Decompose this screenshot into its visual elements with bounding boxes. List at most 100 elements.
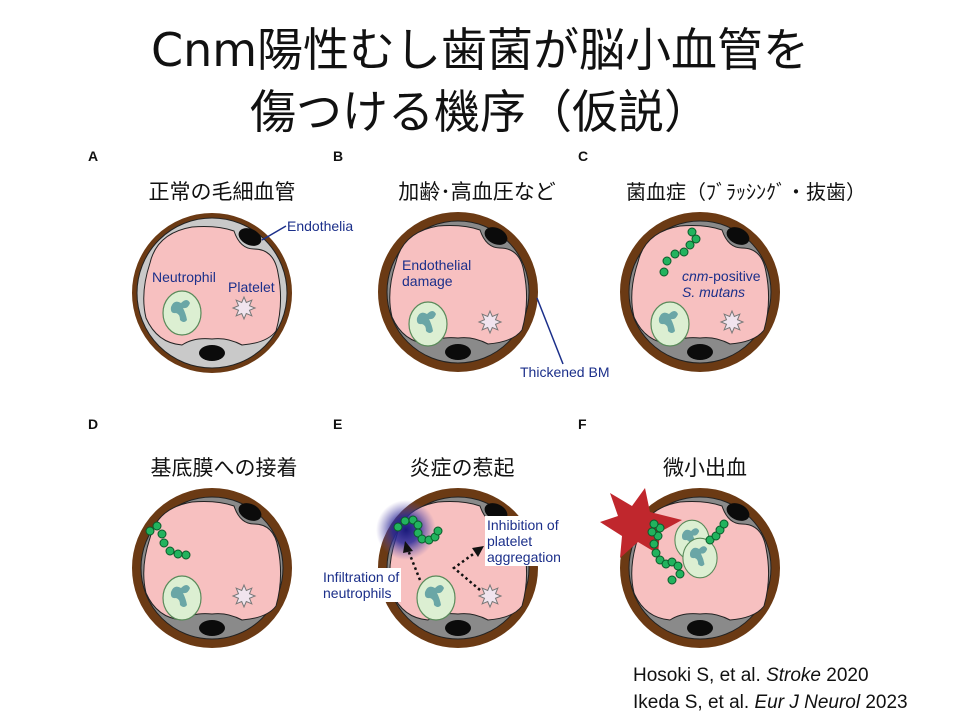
bacteria-chain	[649, 531, 685, 585]
slide-title-line1: Cnm陽性むし歯菌が脳小血管を	[150, 23, 810, 77]
bacteria-chain	[647, 519, 665, 537]
bacterium	[433, 526, 443, 536]
bacterium	[647, 527, 657, 537]
bacterium	[691, 234, 701, 244]
neutrophil	[416, 575, 456, 621]
label-endothelial-damage: Endothelial damage	[402, 257, 471, 289]
neutrophil	[408, 301, 448, 347]
label-neutrophil: Neutrophil	[152, 269, 216, 285]
endothelial-nucleus	[484, 227, 508, 245]
citation-authors: Hosoki S, et al.	[633, 665, 767, 686]
bacteria-chain	[145, 521, 191, 560]
capillary-adhesion	[132, 488, 292, 648]
bacterium	[719, 519, 729, 529]
bacterium	[400, 516, 410, 526]
bacteria-chain	[393, 515, 443, 545]
bacterium	[413, 520, 423, 530]
bacterium	[679, 247, 689, 257]
capillary-microbleed	[600, 488, 780, 648]
bacterium	[145, 526, 155, 536]
citation-journal: Stroke	[766, 665, 821, 686]
panel-title-c: 菌血症（ﾌﾞﾗｯｼﾝｸﾞ・抜歯）	[626, 180, 866, 204]
neutrophil	[162, 290, 202, 336]
citation-1: Hosoki S, et al. Stroke 2020	[633, 665, 869, 687]
bacterium	[667, 575, 677, 585]
label-platelet: Platelet	[228, 279, 275, 295]
panel-letter-c: C	[578, 148, 589, 164]
capillary-aging	[378, 212, 538, 372]
endothelial-nucleus	[199, 345, 225, 361]
citation-year: 2023	[860, 692, 908, 713]
arrowhead-icon	[472, 546, 484, 557]
label-inhibition-line2: platelet	[487, 533, 533, 549]
label-endothelial-damage-line1: Endothelial	[402, 257, 472, 273]
endothelial-nucleus	[726, 503, 750, 521]
citation-journal: Eur J Neurol	[754, 692, 861, 713]
label-inhibition-line1: Inhibition of	[487, 517, 559, 533]
capillary-bacteremia	[620, 212, 780, 372]
platelet-inhibition-arrow	[451, 550, 481, 591]
endothelial-nucleus	[445, 620, 471, 636]
bacteria-chain	[705, 519, 729, 545]
bacterium	[675, 569, 685, 579]
bacterium	[173, 549, 183, 559]
basement-membrane	[378, 212, 538, 372]
panel-title-b: 加齢･高血圧など	[398, 180, 556, 204]
panel-title-f: 微小出血	[663, 456, 747, 480]
panel-title-a: 正常の毛細血管	[148, 180, 296, 204]
bacterium	[685, 240, 695, 250]
endothelial-nucleus	[687, 344, 713, 360]
bacterium	[649, 519, 659, 529]
basement-membrane	[620, 488, 780, 648]
label-cnm-italic: cnm	[682, 268, 709, 284]
slide-title-line2: 傷つける機序（仮説）	[250, 85, 710, 139]
bacterium	[659, 267, 669, 277]
label-inhibition: Inhibition of platelet aggregation	[485, 516, 563, 566]
endothelial-nucleus	[199, 620, 225, 636]
panel-letter-f: F	[578, 416, 587, 432]
neutrophil	[650, 301, 690, 347]
endothelial-nucleus	[687, 620, 713, 636]
label-inhibition-line3: aggregation	[487, 549, 561, 565]
panel-letter-a: A	[88, 148, 99, 164]
neutrophil	[162, 575, 202, 621]
label-infiltration-line1: Infiltration of	[323, 569, 400, 585]
label-cnm-rest: -positive	[708, 268, 761, 284]
basement-membrane	[132, 213, 292, 373]
platelet	[477, 583, 503, 609]
label-endothelia: Endothelia	[287, 218, 354, 234]
hemorrhage-burst	[600, 488, 682, 558]
bacterium	[651, 548, 661, 558]
label-infiltration: Infiltration of neutrophils	[321, 568, 402, 602]
platelet	[231, 295, 257, 321]
bacterium	[157, 529, 167, 539]
label-s-mutans: S. mutans	[682, 284, 746, 300]
bacterium	[393, 522, 403, 532]
label-thickened-bm: Thickened BM	[520, 364, 610, 380]
bacteria-chain	[659, 227, 701, 277]
panel-letter-e: E	[333, 416, 343, 432]
neutrophil	[682, 537, 718, 579]
platelet	[477, 309, 503, 335]
citation-2: Ikeda S, et al. Eur J Neurol 2023	[633, 692, 908, 714]
label-cnm-positive: cnm-positive S. mutans	[682, 268, 761, 300]
label-endothelial-damage-line2: damage	[402, 273, 453, 289]
panel-letter-d: D	[88, 416, 99, 432]
bacterium	[165, 546, 175, 556]
basement-membrane	[620, 212, 780, 372]
basement-membrane	[132, 488, 292, 648]
bacterium	[152, 521, 162, 531]
bacterium	[662, 256, 672, 266]
endothelial-nucleus	[726, 227, 750, 245]
citation-authors: Ikeda S, et al.	[633, 692, 755, 713]
arrowhead-icon	[403, 541, 413, 553]
bacterium	[673, 561, 683, 571]
endothelial-nucleus	[238, 228, 262, 246]
citation-year: 2020	[820, 665, 869, 686]
panel-letter-b: B	[333, 148, 344, 164]
bacterium	[181, 550, 191, 560]
bacterium	[649, 539, 659, 549]
bacterium	[159, 538, 169, 548]
endothelial-nucleus	[238, 503, 262, 521]
bacterium	[670, 249, 680, 259]
